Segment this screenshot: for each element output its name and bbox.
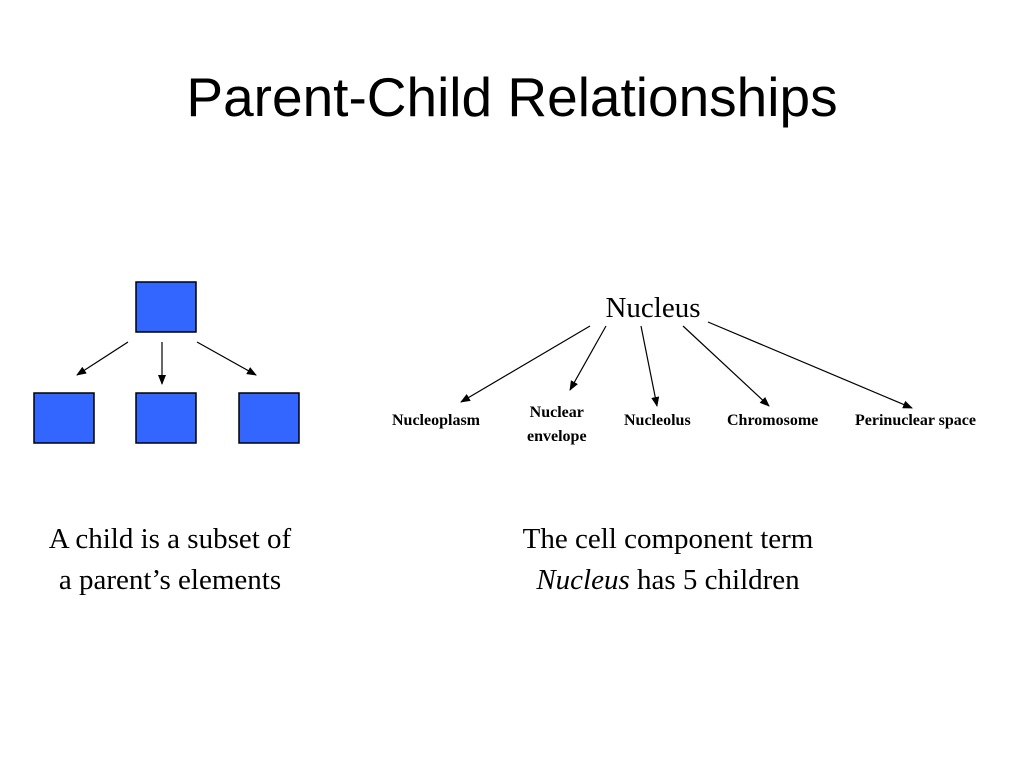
- left-caption: A child is a subset of a parent’s elemen…: [20, 519, 320, 601]
- child-label-chromosome: Chromosome: [727, 409, 818, 433]
- tree-arrow-1: [76, 341, 129, 376]
- left-caption-line-2: a parent’s elements: [58, 564, 282, 596]
- child-label-perinuclear-space: Perinuclear space: [855, 409, 976, 433]
- child-label-line: Nucleoplasm: [392, 412, 480, 429]
- child-label-line: Nuclear: [529, 404, 584, 421]
- child-label-line: Chromosome: [727, 412, 819, 429]
- left-caption-line-1: A child is a subset of: [48, 523, 292, 555]
- child-label-nuclear-envelope: Nuclear envelope: [527, 401, 587, 449]
- child-box-2: [135, 392, 197, 444]
- nucleus-arrow-chromosome: [682, 325, 770, 407]
- children-count-text: has 5 children: [629, 564, 800, 596]
- child-box-1: [33, 392, 95, 444]
- nucleus-arrow-nucleolus: [640, 325, 660, 407]
- nucleus-label: Nucleus: [605, 292, 701, 324]
- child-box-3: [238, 392, 300, 444]
- nucleus-term: Nucleus: [536, 564, 630, 596]
- nucleus-arrow-nuclear-envelope: [569, 325, 607, 391]
- nucleus-arrow-perinuclear-space: [707, 321, 913, 409]
- nucleus-arrow-nucleoplasm: [460, 325, 591, 403]
- tree-arrow-3: [196, 341, 257, 376]
- child-label-line: Perinuclear space: [855, 412, 977, 429]
- child-label-line: Nucleolus: [624, 412, 691, 429]
- right-caption: The cell component term Nucleus has 5 ch…: [468, 519, 868, 601]
- right-caption-line-2: Nucleus has 5 children: [468, 560, 868, 601]
- parent-box: [135, 281, 197, 333]
- right-caption-line-1: The cell component term: [522, 523, 814, 555]
- slide-title: Parent-Child Relationships: [186, 66, 838, 128]
- child-label-nucleolus: Nucleolus: [624, 409, 691, 433]
- child-label-line: envelope: [527, 428, 587, 445]
- child-label-nucleoplasm: Nucleoplasm: [392, 409, 480, 433]
